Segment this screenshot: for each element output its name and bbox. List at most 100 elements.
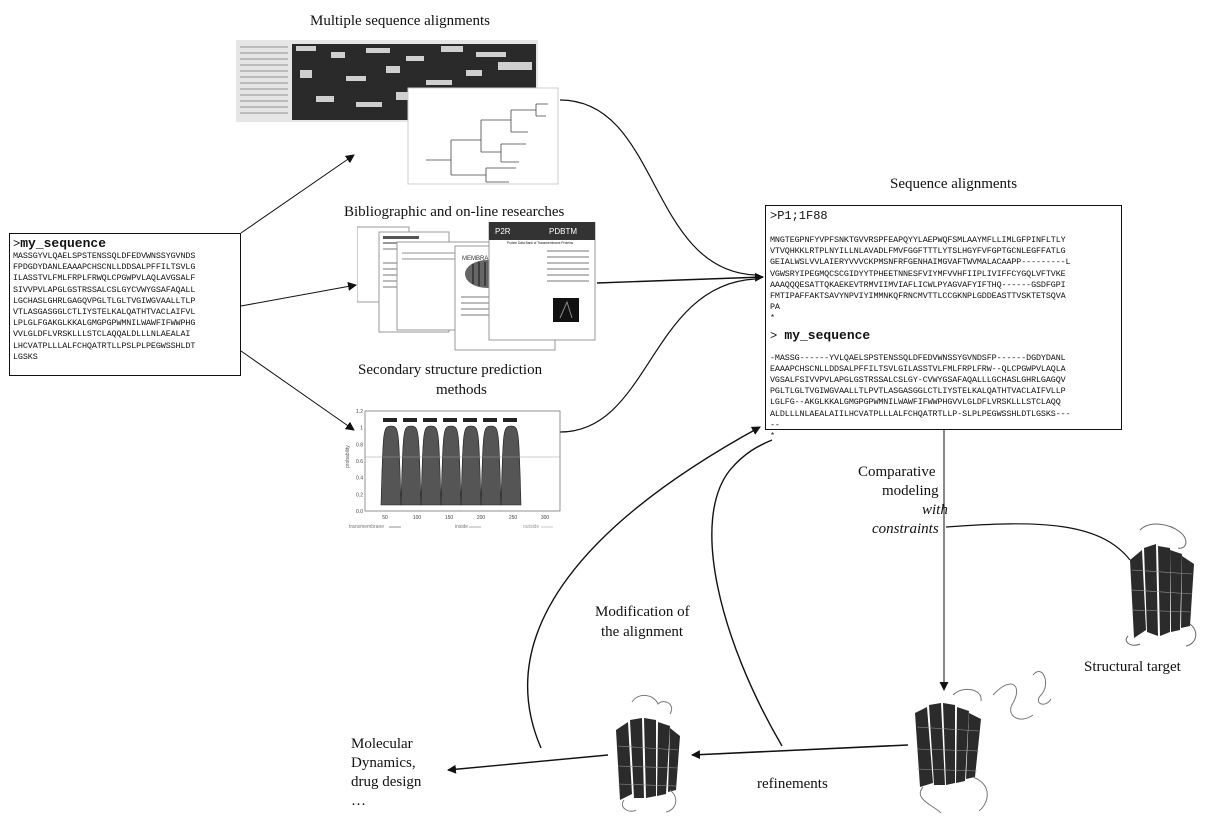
label-modification-2: the alignment bbox=[601, 624, 684, 640]
sequence-line: AAAQQQESATTQKAEKEVTRMVIIMVIAFLICWLPYAGVA… bbox=[770, 279, 1066, 290]
ssp-ylabel: probability bbox=[345, 445, 351, 468]
ssp-ytick-label: 1 bbox=[360, 426, 363, 432]
sequence-line: VVLGLDFLVRSKLLLSTCLAQQALDLLLNLAEALAI bbox=[13, 329, 191, 340]
label-ssp-2: methods bbox=[436, 382, 487, 398]
aligned-query-name: my_sequence bbox=[784, 327, 871, 343]
sequence-line: GEIALWSLVVLAIERYVVVCKPMSNFRFGENHAIMGVAFT… bbox=[770, 257, 1071, 268]
arrow-to-msa bbox=[240, 154, 355, 234]
ssp-helix-peak bbox=[400, 425, 422, 506]
label-md-3: drug design bbox=[351, 774, 422, 790]
ssp-legend-2: inside bbox=[455, 524, 468, 530]
label-comparative-3: with bbox=[922, 502, 948, 518]
label-seq-align: Sequence alignments bbox=[890, 176, 1018, 192]
aligned-query-prefix: > bbox=[770, 328, 778, 343]
sequence-line: VGSALFSIVVPVLAPGLGSTRSSALCSLGY-CVWYGSAFA… bbox=[770, 375, 1066, 386]
label-comparative-4: constraints bbox=[872, 521, 939, 537]
aligned-query-end-mark: * bbox=[770, 431, 775, 442]
ssp-xtick-label: 50 bbox=[382, 515, 388, 521]
sequence-line: FPDGDYDANLEAAAPCHSCNLLDDSALPFFILTSVLG bbox=[13, 262, 196, 273]
curve-from-ssp bbox=[559, 278, 756, 433]
sequence-line: SIVVPVLAPGLGSTRSSALCSLGYCVWYGSAFAQALL bbox=[13, 284, 196, 295]
paper-3-title: PDBTM bbox=[549, 227, 577, 236]
query-prefix: > bbox=[13, 237, 21, 251]
ssp-helix-bar bbox=[403, 418, 417, 422]
paper-3-subtitle: Protein Data Bank of Transmembrane Prote… bbox=[507, 241, 573, 245]
ssp-legend-1: transmembrane bbox=[349, 524, 384, 530]
sequence-line: EAAAPCHSCNLLDDSALPFFILTSVLGILASSTVLFMLFR… bbox=[770, 363, 1066, 374]
label-md-4: … bbox=[351, 793, 366, 809]
sequence-line: ILASSTVLFMLFRPLFRWQLCPGWPVLAQLAVGSALF bbox=[13, 273, 196, 284]
sequence-line: MASSGYVLQAELSPSTENSSQLDFEDVWNSSYGVNDS bbox=[13, 251, 196, 261]
ssp-ytick-label: 0.0 bbox=[356, 509, 363, 515]
sequence-line: LGCHASLGHRLGAGQVPGLTLGLTVGIWGVAALLTLP bbox=[13, 295, 196, 306]
sequence-line: LGLFG--AKGLKKALGMGPGPWMNILWAWFIFWWPHGVVL… bbox=[770, 397, 1061, 408]
curve-from-msa bbox=[559, 99, 756, 276]
ssp-helix-peak bbox=[500, 425, 522, 506]
sequence-line: ALDLLLNLAEALAIILHCVATPLLLALFCHQATRTLLP-S… bbox=[770, 408, 1071, 419]
ssp-helix-bar bbox=[503, 418, 517, 422]
refined-model-image bbox=[610, 690, 690, 816]
papers-thumbnail: MEMBRANE PROTEIN STRUCTURE P2R PDBTM Pro… bbox=[357, 222, 597, 370]
arrow-from-biblio bbox=[596, 272, 764, 284]
sequence-line: VGWSRYIPEGMQCSCGIDYYTPHEETNNESFVIYMFVVHF… bbox=[770, 268, 1066, 279]
label-comparative-2: modeling bbox=[882, 483, 939, 499]
ssp-helix-peak bbox=[380, 425, 402, 506]
ssp-xtick-label: 150 bbox=[445, 515, 454, 521]
papers-graphic: MEMBRANE PROTEIN STRUCTURE P2R PDBTM Pro… bbox=[357, 222, 596, 351]
structural-target-image bbox=[1120, 520, 1206, 650]
query-header: >my_sequence bbox=[13, 236, 237, 252]
label-refinements: refinements bbox=[757, 776, 828, 792]
loop-modification-inner bbox=[711, 439, 783, 747]
arrow-to-biblio bbox=[240, 282, 357, 307]
sequence-line: LPLGLFGAKGLKKALGMGPGPWMNILWAWFIFWWPHG bbox=[13, 318, 196, 329]
template-header: >P1;1F88 bbox=[770, 209, 828, 223]
ssp-helix-bar bbox=[383, 418, 397, 422]
ssp-ytick-label: 0.2 bbox=[356, 492, 363, 498]
comparative-model-graphic bbox=[915, 671, 1052, 814]
sequence-line: PA bbox=[770, 302, 780, 313]
label-ssp-1: Secondary structure prediction bbox=[358, 362, 543, 378]
ssp-ytick-label: 1.2 bbox=[356, 409, 363, 415]
ssp-helix-bar bbox=[483, 418, 497, 422]
aligned-query-header: > my_sequence bbox=[770, 327, 1117, 343]
arrow-to-ssp bbox=[240, 350, 355, 431]
template-sequence-lines: MNGTEGPNFYVPFSNKTGVVRSPFEAPQYYLAEPWQFSML… bbox=[770, 235, 1117, 313]
sequence-line: LHCVATPLLLALFCHQATRTLLPSLPLPEGWSSHLDT bbox=[13, 340, 196, 351]
sequence-line: FMTIPAFFAKTSAVYNPVIYIMMNKQFRNCMVTTLCCGKN… bbox=[770, 291, 1066, 302]
label-comparative-1: Comparative bbox=[858, 464, 936, 480]
arrow-to-md bbox=[447, 754, 609, 774]
label-md-1: Molecular bbox=[351, 736, 413, 752]
alignment-box: >P1;1F88 MNGTEGPNFYVPFSNKTGVVRSPFEAPQYYL… bbox=[765, 205, 1122, 441]
sequence-line: VTLASGASGGLCTLIYSTELKALQATHTVACLAIFVL bbox=[13, 307, 196, 318]
ssp-xtick-label: 300 bbox=[541, 515, 550, 521]
sequence-line: -- bbox=[770, 419, 780, 430]
label-md-2: Dynamics, bbox=[351, 755, 416, 771]
label-structural-target: Structural target bbox=[1084, 659, 1181, 675]
refined-model-graphic bbox=[616, 695, 680, 813]
ssp-xtick-label: 250 bbox=[509, 515, 518, 521]
ssp-helix-peak bbox=[480, 425, 502, 506]
query-name: my_sequence bbox=[20, 236, 107, 251]
ssp-ytick-label: 0.6 bbox=[356, 459, 363, 465]
loop-modification-outer bbox=[526, 426, 761, 749]
sequence-line: MNGTEGPNFYVPFSNKTGVVRSPFEAPQYYLAEPWQFSML… bbox=[770, 235, 1066, 245]
sequence-line: LGSKS bbox=[13, 351, 38, 362]
target-protein-graphic bbox=[1125, 523, 1197, 647]
ssp-helix-peak bbox=[460, 425, 482, 506]
ssp-helix-bar bbox=[443, 418, 457, 422]
template-end-mark: * bbox=[770, 313, 775, 324]
msa-graphic bbox=[236, 40, 559, 185]
ssp-helix-bar bbox=[423, 418, 437, 422]
aligned-query-sequence-lines: -MASSG------YVLQAELSPSTENSSQLDFEDVWNSSYG… bbox=[770, 353, 1117, 431]
ssp-ytick-label: 0.4 bbox=[356, 476, 363, 482]
arrow-refinements bbox=[691, 744, 909, 760]
ssp-helix-peak bbox=[420, 425, 442, 506]
paper-3-tag: P2R bbox=[495, 227, 511, 236]
comparative-model-image bbox=[893, 655, 1063, 816]
label-modification-1: Modification of bbox=[595, 604, 690, 620]
